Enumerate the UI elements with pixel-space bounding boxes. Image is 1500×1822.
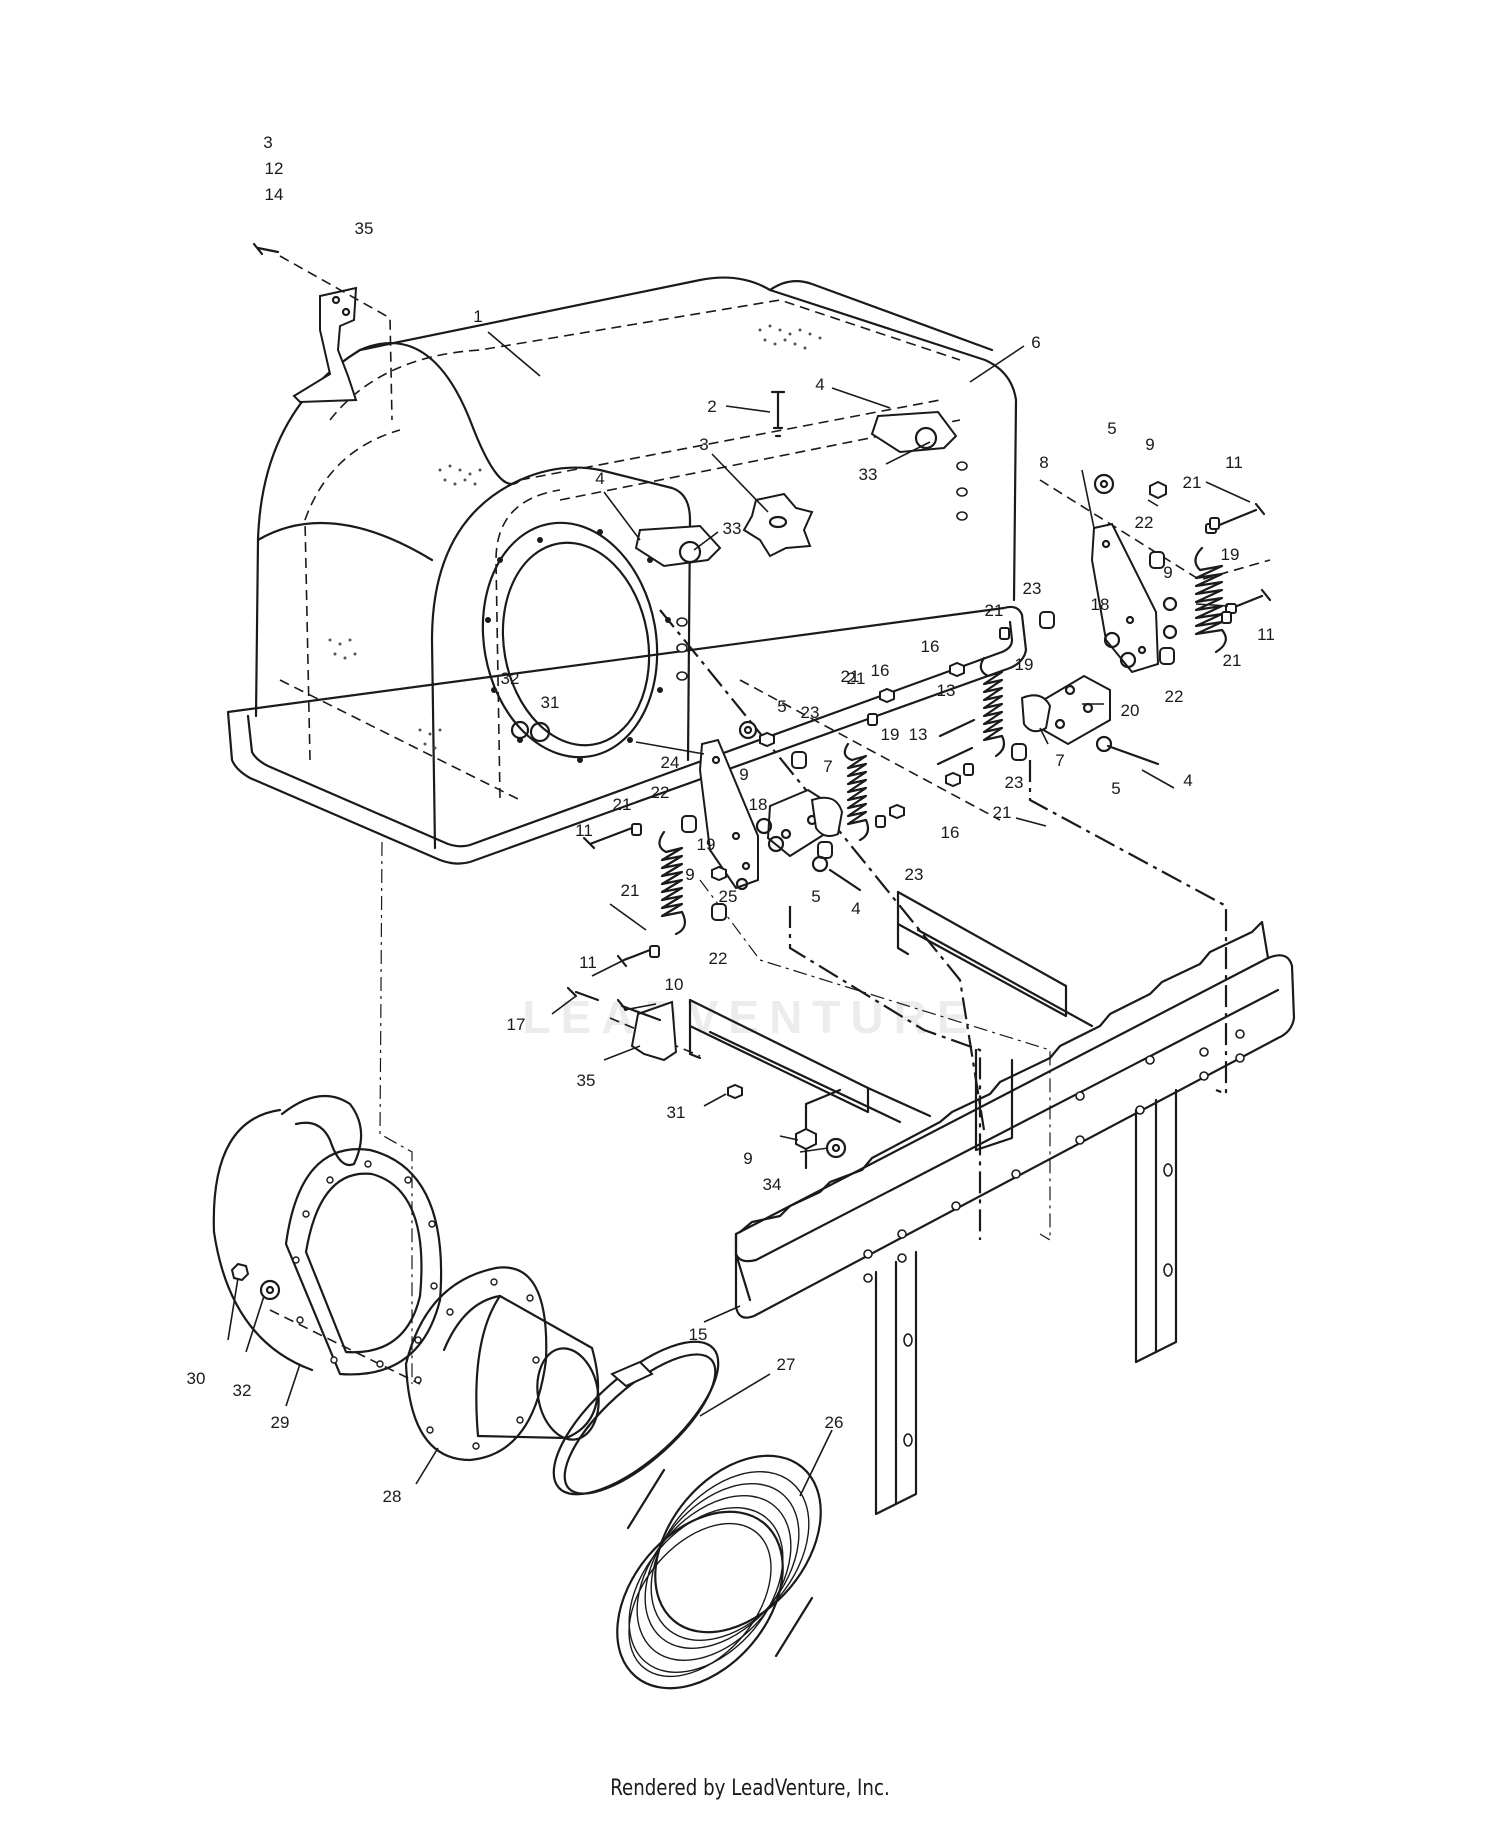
callout-label: 16 xyxy=(941,823,960,842)
callout-label: 19 xyxy=(881,725,900,744)
callout-label: 33 xyxy=(723,519,742,538)
callout-label: 5 xyxy=(1107,419,1116,438)
callout-label: 9 xyxy=(743,1149,752,1168)
callout-label: 23 xyxy=(801,703,820,722)
callout-label: 17 xyxy=(507,1015,526,1034)
callout-label: 21 xyxy=(985,601,1004,620)
callout-label: 13 xyxy=(937,681,956,700)
callout-label: 22 xyxy=(1165,687,1184,706)
callout-label: 21 xyxy=(841,667,860,686)
callout-label: 19 xyxy=(697,835,716,854)
callout-label: 23 xyxy=(1005,773,1024,792)
callout-label: 14 xyxy=(265,185,284,204)
callout-labels: 3 12 14 35 1 6 2 4 3 33 4 33 5 9 11 8 21… xyxy=(187,133,1275,1506)
callout-label: 5 xyxy=(1111,779,1120,798)
callout-label: 4 xyxy=(1183,771,1192,790)
callout-label: 21 xyxy=(847,669,866,688)
callout-label: 11 xyxy=(579,953,597,972)
callout-label: 5 xyxy=(811,887,820,906)
callout-label: 21 xyxy=(1183,473,1202,492)
callout-label: 18 xyxy=(1091,595,1110,614)
callout-label: 7 xyxy=(823,757,832,776)
callout-label: 22 xyxy=(651,783,670,802)
callout-label: 20 xyxy=(1121,701,1140,720)
callout-label: 23 xyxy=(905,865,924,884)
callout-label: 11 xyxy=(575,821,593,840)
callout-label: 31 xyxy=(541,693,560,712)
callout-label: 2 xyxy=(707,397,716,416)
callout-label: 19 xyxy=(1015,655,1034,674)
frame-hardware xyxy=(566,986,847,1159)
callout-label: 9 xyxy=(1163,563,1172,582)
callout-label: 16 xyxy=(871,661,890,680)
callout-label: 11 xyxy=(1225,453,1243,472)
leader-lines xyxy=(227,331,1251,1497)
right-bracket-assembly xyxy=(867,473,1272,828)
housing-cover xyxy=(226,276,1028,865)
latch-handle xyxy=(252,242,393,421)
callout-label: 35 xyxy=(577,1071,596,1090)
hose-clamp-27 xyxy=(552,1340,720,1496)
callout-label: 33 xyxy=(859,465,878,484)
callout-label: 9 xyxy=(739,765,748,784)
callout-label: 3 xyxy=(699,435,708,454)
callout-label: 19 xyxy=(1221,545,1240,564)
mounting-frame xyxy=(688,890,1296,1516)
callout-label: 22 xyxy=(1135,513,1154,532)
duct-elbow-29 xyxy=(212,1094,443,1376)
callout-label: 8 xyxy=(1039,453,1048,472)
callout-label: 30 xyxy=(187,1369,206,1388)
callout-label: 21 xyxy=(613,795,632,814)
callout-label: 26 xyxy=(825,1413,844,1432)
callout-label: 29 xyxy=(271,1413,290,1432)
footer-credit: Rendered by LeadVenture, Inc. xyxy=(610,1776,890,1801)
callout-label: 31 xyxy=(667,1103,686,1122)
callout-label: 4 xyxy=(851,899,860,918)
callout-label: 16 xyxy=(921,637,940,656)
callout-label: 12 xyxy=(265,159,284,178)
callout-label: 21 xyxy=(1223,651,1242,670)
callout-label: 32 xyxy=(501,669,520,688)
callout-label: 4 xyxy=(815,375,824,394)
callout-label: 6 xyxy=(1031,333,1040,352)
callout-label: 11 xyxy=(1257,625,1275,644)
callout-label: 22 xyxy=(709,949,728,968)
callout-label: 9 xyxy=(1145,435,1154,454)
left-bracket-assembly xyxy=(582,720,870,968)
callout-label: 28 xyxy=(383,1487,402,1506)
callout-label: 9 xyxy=(685,865,694,884)
flex-hose-26 xyxy=(616,1454,822,1690)
callout-label: 27 xyxy=(777,1355,796,1374)
callout-label: 4 xyxy=(595,469,604,488)
callout-label: 23 xyxy=(1023,579,1042,598)
callout-label: 25 xyxy=(719,887,738,906)
callout-label: 3 xyxy=(263,133,272,152)
callout-label: 21 xyxy=(621,881,640,900)
callout-label: 18 xyxy=(749,795,768,814)
callout-label: 13 xyxy=(909,725,928,744)
callout-label: 1 xyxy=(473,307,482,326)
callout-label: 24 xyxy=(661,753,680,772)
callout-label: 21 xyxy=(993,803,1012,822)
callout-label: 34 xyxy=(763,1175,782,1194)
callout-label: 5 xyxy=(777,697,786,716)
callout-label: 7 xyxy=(1055,751,1064,770)
callout-label: 15 xyxy=(689,1325,708,1344)
duct-adapter-28 xyxy=(404,1266,600,1462)
callout-label: 10 xyxy=(665,975,684,994)
callout-label: 35 xyxy=(355,219,374,238)
callout-label: 32 xyxy=(233,1381,252,1400)
